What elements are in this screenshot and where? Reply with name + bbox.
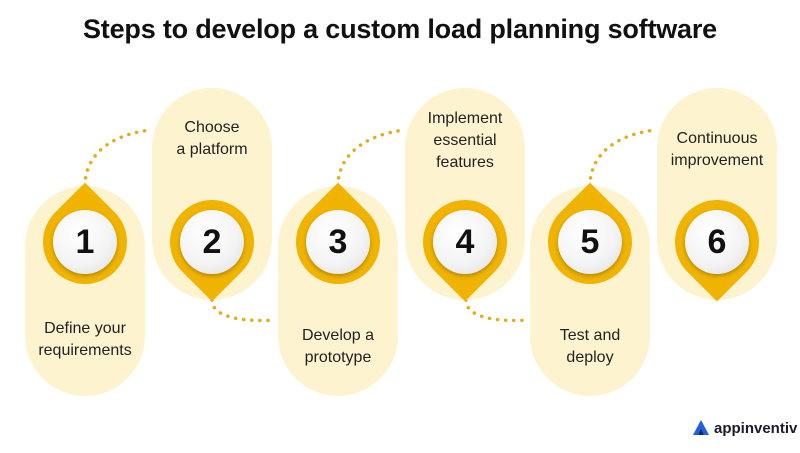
step-5-number: 5 (558, 210, 622, 274)
brand-logo: appinventiv (692, 418, 797, 438)
step-1-number: 1 (53, 210, 117, 274)
page-title: Steps to develop a custom load planning … (83, 14, 717, 44)
connector-5-6 (588, 128, 657, 188)
step-3-number: 3 (306, 210, 370, 274)
step-4-number: 4 (433, 210, 497, 274)
appinventiv-logo-icon (693, 420, 709, 435)
connector-4-5 (464, 298, 530, 323)
connector-2-3 (210, 298, 278, 323)
step-6-number: 6 (685, 210, 749, 274)
brand-name: appinventiv (714, 419, 798, 437)
connector-3-4 (336, 128, 406, 188)
step-2-number: 2 (180, 210, 244, 274)
connector-1-2 (83, 128, 152, 188)
